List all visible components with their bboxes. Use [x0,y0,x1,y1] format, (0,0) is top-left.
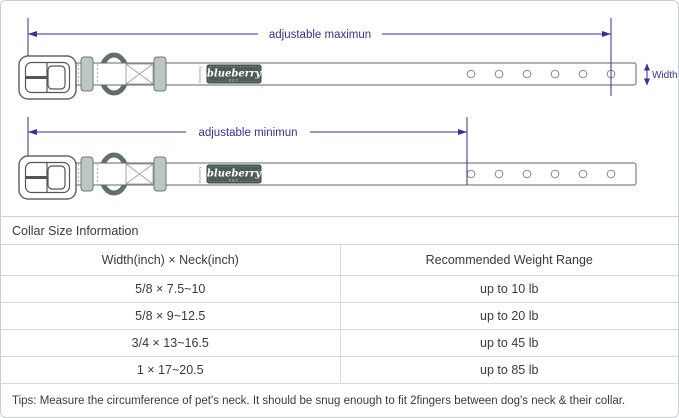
collar-hole [494,169,504,179]
brand-logo-sub: PET [229,179,239,183]
weight-cell: up to 20 lb [339,303,679,329]
keeper-bar [80,156,94,192]
brand-patch [206,164,262,184]
collar-hole [494,69,504,79]
table-title: Collar Size Information [1,216,678,245]
weight-cell: up to 10 lb [339,276,679,302]
table-row: 3/4 × 13~16.5 up to 45 lb [1,330,678,357]
size-cell: 5/8 × 9~12.5 [135,309,206,323]
tips-text: Tips: Measure the circumference of pet's… [12,394,626,407]
collar-min-drawing: blueberry blueberry PET [18,152,637,200]
max-measurement-label: adjustable maximun [269,29,371,41]
table-header-row: Width(inch) × Neck(inch) Recommended Wei… [1,245,678,276]
weight-cell: up to 45 lb [339,330,679,356]
collar-hole [578,69,588,79]
brand-logo-sub: PET [229,79,239,83]
max-measurement: adjustable maximun [27,18,612,96]
table-row: 5/8 × 7.5~10 up to 10 lb [1,276,678,303]
weight-cell: up to 85 lb [339,357,679,383]
column-header-size: Width(inch) × Neck(inch) [101,253,239,267]
collar-hole [522,69,532,79]
min-measurement-label: adjustable minimun [198,127,297,139]
table-row: 1 × 17~20.5 up to 85 lb [1,357,678,384]
collar-hole [466,169,476,179]
keeper-bar [80,56,94,92]
collar-hole [522,169,532,179]
strap-side-text: blueberry [197,166,202,183]
brand-logo-text: blueberry [207,169,262,180]
size-cell: 1 × 17~20.5 [136,363,204,377]
width-label: Width [652,70,678,81]
min-measurement: adjustable minimun [27,117,468,185]
table-row: 5/8 × 9~12.5 up to 20 lb [1,303,678,330]
collar-hole [550,69,560,79]
column-header-weight: Recommended Weight Range [339,245,679,275]
table-title-text: Collar Size Information [12,223,139,238]
collar-diagram: blueberry blueberry PET adjustable maxim… [18,18,678,200]
collar-max-drawing: blueberry blueberry PET [18,52,637,100]
size-table: Collar Size Information Width(inch) × Ne… [1,216,678,417]
brand-logo-text: blueberry [207,69,262,80]
brand-patch [206,64,262,84]
strap-side-text: blueberry [197,66,202,83]
collar-hole [466,69,476,79]
keeper-bar [153,156,167,192]
collar-hole [578,169,588,179]
keeper-bar [153,56,167,92]
collar-hole [606,169,616,179]
size-cell: 5/8 × 7.5~10 [135,282,206,296]
collar-hole [550,169,560,179]
size-cell: 3/4 × 13~16.5 [131,336,209,350]
width-marker: Width [644,63,678,86]
